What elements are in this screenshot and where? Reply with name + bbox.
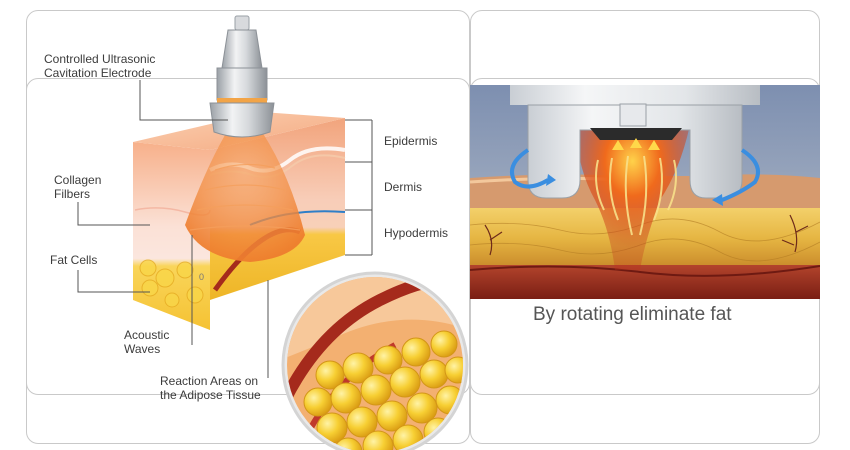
label-reaction-line2: the Adipose Tissue bbox=[160, 388, 261, 402]
label-electrode-line2: Cavitation Electrode bbox=[44, 66, 152, 80]
label-reaction-line1: Reaction Areas on bbox=[160, 374, 259, 388]
label-electrode-line1: Controlled Ultrasonic bbox=[44, 52, 156, 66]
label-zero-mark: 0 bbox=[199, 272, 205, 282]
label-acoustic-line1: Acoustic bbox=[124, 328, 170, 342]
label-collagen-line2: Filbers bbox=[54, 187, 91, 201]
label-collagen-line1: Collagen bbox=[54, 173, 102, 187]
label-fat-cells: Fat Cells bbox=[50, 253, 98, 267]
label-dermis: Dermis bbox=[384, 180, 422, 194]
label-acoustic-line2: Waves bbox=[124, 342, 161, 356]
skin-cross-section-diagram bbox=[77, 15, 469, 450]
label-hypodermis: Hypodermis bbox=[384, 226, 449, 240]
label-epidermis: Epidermis bbox=[384, 134, 438, 148]
caption-rotating: By rotating eliminate fat bbox=[533, 304, 732, 325]
